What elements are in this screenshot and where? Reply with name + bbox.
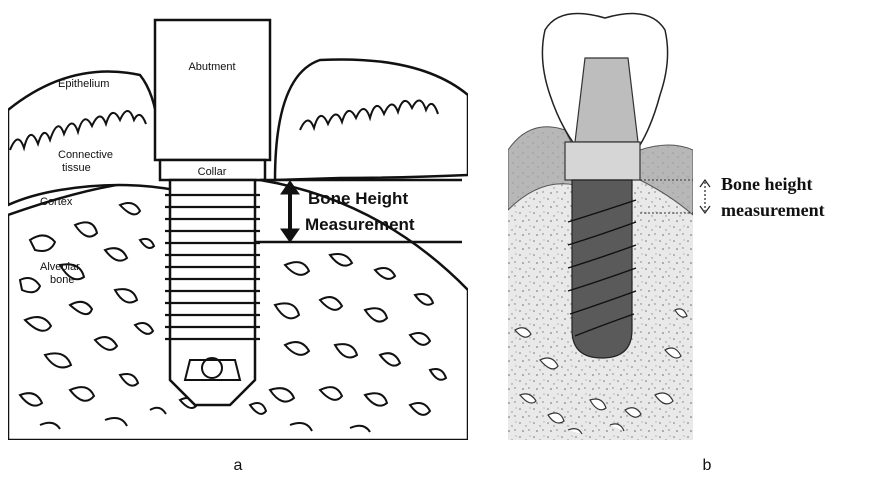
label-connective-2: tissue — [62, 162, 91, 174]
panel-a: Abutment Epithelium Connective tissue Co… — [8, 20, 468, 440]
label-b-bone-height-2: measurement — [721, 200, 825, 220]
abutment — [155, 20, 270, 160]
label-collar: Collar — [198, 166, 227, 178]
label-abutment: Abutment — [188, 61, 235, 73]
abutment-b — [575, 58, 638, 142]
label-cortex: Cortex — [40, 196, 73, 208]
gum-left — [8, 72, 175, 205]
gum-right — [275, 59, 468, 180]
label-b-bone-height-1: Bone height — [721, 174, 813, 194]
panel-b — [508, 14, 713, 440]
implant-body — [572, 180, 632, 358]
label-alveolar-2: bone — [50, 274, 74, 286]
caption-a: a — [234, 457, 243, 474]
label-bone-height-measurement-1: Bone Height — [308, 189, 408, 208]
label-alveolar-1: Alveolar — [40, 261, 80, 273]
collar-b — [565, 142, 640, 180]
implant-fixture — [165, 180, 260, 405]
label-connective-1: Connective — [58, 149, 113, 161]
bone-height-arrow-b — [700, 180, 710, 213]
label-bone-height-measurement-2: Measurement — [305, 215, 415, 234]
caption-b: b — [703, 457, 712, 474]
label-epithelium: Epithelium — [58, 78, 109, 90]
